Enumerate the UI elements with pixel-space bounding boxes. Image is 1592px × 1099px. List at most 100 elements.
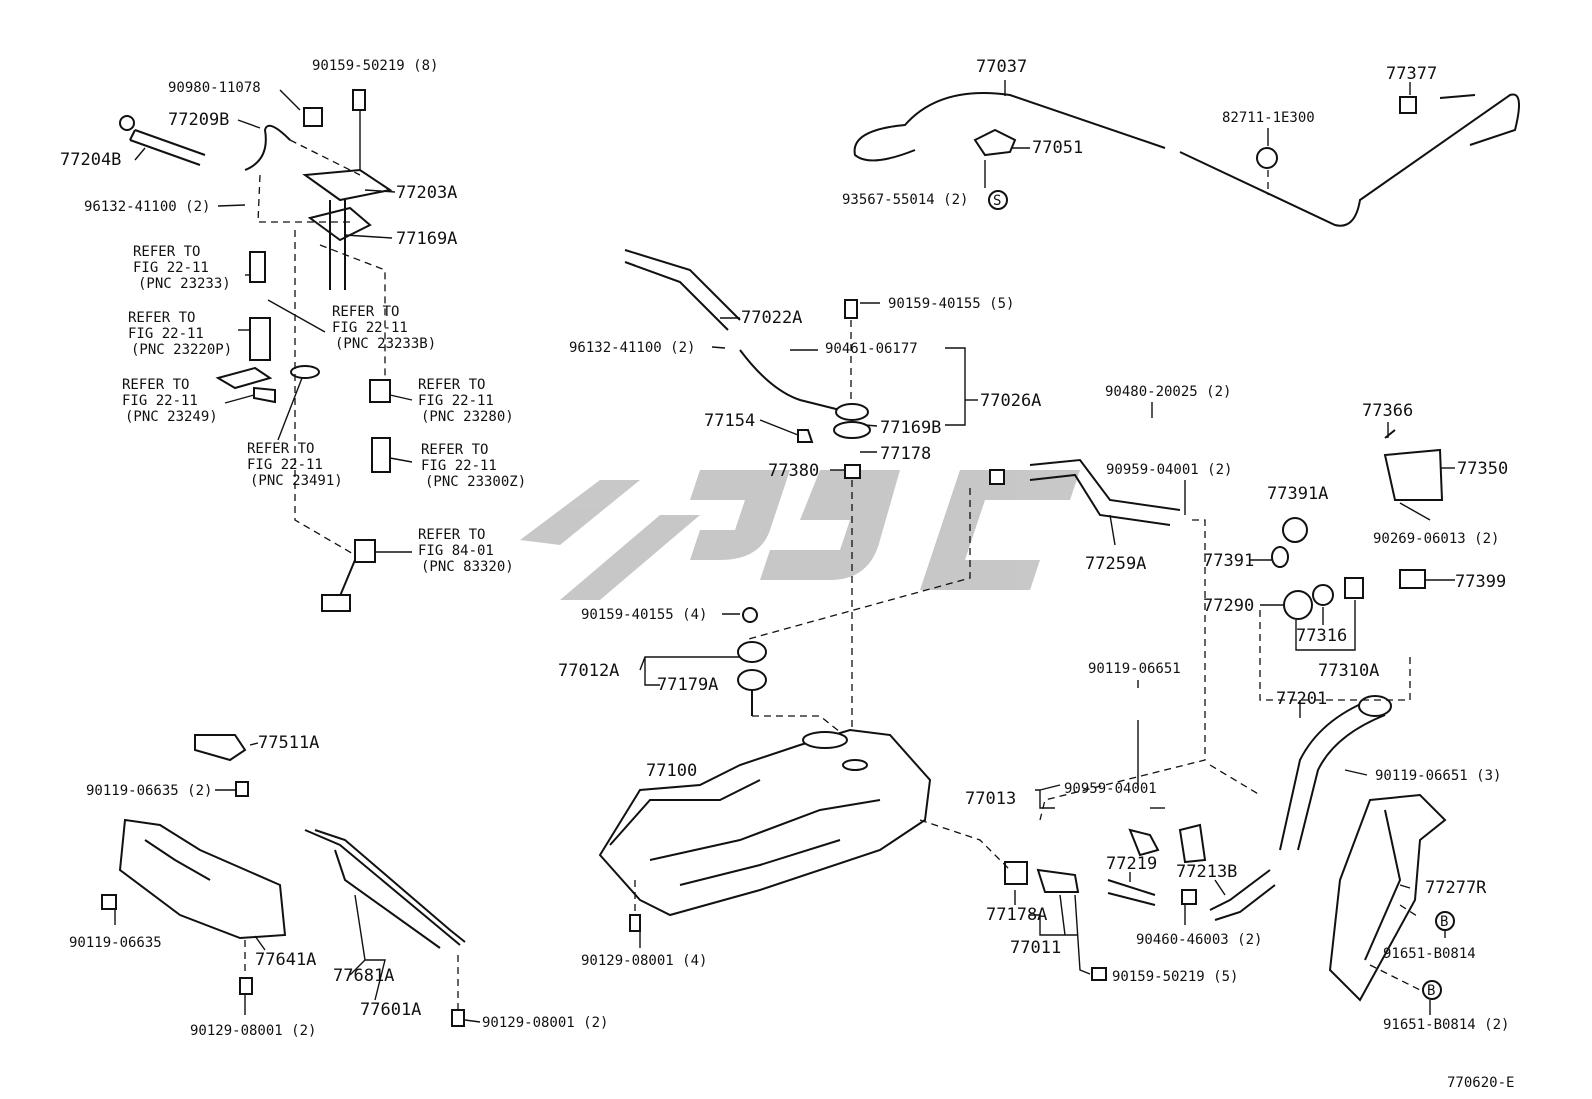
watermark-logo (520, 470, 1080, 600)
label-90119-06651: 90119-06651 (1088, 661, 1181, 677)
label-77026A: 77026A (980, 391, 1041, 411)
label-ref7-a: REFER TO (421, 442, 488, 458)
fuel-tank (598, 728, 932, 932)
label-77154: 77154 (704, 411, 755, 431)
label-90460-46003-2: 90460-46003 (2) (1136, 932, 1262, 948)
label-ref3-a: REFER TO (128, 310, 195, 326)
label-ref8-a: REFER TO (418, 527, 485, 543)
label-77013: 77013 (965, 789, 1016, 809)
label-77366: 77366 (1362, 401, 1413, 421)
fuel-lid-cable (853, 92, 1520, 227)
tank-protectors (101, 734, 466, 1027)
label-77511A: 77511A (258, 733, 319, 753)
label-90159-40155-5: 90159-40155 (5) (888, 296, 1014, 312)
label-90159-50219-5: 90159-50219 (5) (1112, 969, 1238, 985)
label-90959-04001-2: 90959-04001 (2) (1106, 462, 1232, 478)
label-b-marker-1: B (1440, 914, 1448, 930)
label-77601A: 77601A (360, 1000, 421, 1020)
label-90119-06651-3: 90119-06651 (3) (1375, 768, 1501, 784)
label-77277R: 77277R (1425, 878, 1487, 898)
label-ref2-b: FIG 22-11 (332, 320, 408, 336)
label-77100: 77100 (646, 761, 697, 781)
figure-code: 770620-E (1447, 1075, 1514, 1091)
label-77011: 77011 (1010, 938, 1061, 958)
vent-hoses (624, 249, 1181, 760)
label-77201: 77201 (1276, 689, 1327, 709)
label-s-marker: S (993, 193, 1001, 209)
filler-neck (919, 429, 1447, 1002)
label-ref4-a: REFER TO (122, 377, 189, 393)
label-ref3-b: FIG 22-11 (128, 326, 204, 342)
label-ref6-c: (PNC 23491) (250, 473, 343, 489)
label-ref2-c: (PNC 23233B) (335, 336, 436, 352)
label-77022A: 77022A (741, 308, 802, 328)
label-77179A: 77179A (657, 675, 718, 695)
label-ref5-b: FIG 22-11 (418, 393, 494, 409)
label-90980-11078: 90980-11078 (168, 80, 261, 96)
label-ref1-b: FIG 22-11 (133, 260, 209, 276)
label-77209B: 77209B (168, 110, 229, 130)
label-77380: 77380 (768, 461, 819, 481)
label-90159-40155-4: 90159-40155 (4) (581, 607, 707, 623)
label-96132-41100-2b: 96132-41100 (2) (569, 340, 695, 356)
label-77259A: 77259A (1085, 554, 1146, 574)
label-ref8-b: FIG 84-01 (418, 543, 494, 559)
label-90119-06635: 90119-06635 (69, 935, 162, 951)
label-93567-55014-2: 93567-55014 (2) (842, 192, 968, 208)
label-77399: 77399 (1455, 572, 1506, 592)
part-labels: 90159-50219 (8) 90980-11078 77209B 77204… (60, 57, 1514, 1091)
label-77051: 77051 (1032, 138, 1083, 158)
label-96132-41100-2a: 96132-41100 (2) (84, 199, 210, 215)
label-ref2-a: REFER TO (332, 304, 399, 320)
label-77290: 77290 (1203, 596, 1254, 616)
label-77203A: 77203A (396, 183, 457, 203)
label-ref1-a: REFER TO (133, 244, 200, 260)
label-90959-04001: 90959-04001 (1064, 781, 1157, 797)
label-77641A: 77641A (255, 950, 316, 970)
label-90129-08001-2a: 90129-08001 (2) (190, 1023, 316, 1039)
label-77169A: 77169A (396, 229, 457, 249)
label-77213B: 77213B (1176, 862, 1237, 882)
label-ref3-c: (PNC 23220P) (131, 342, 232, 358)
label-77178: 77178 (880, 444, 931, 464)
label-ref7-b: FIG 22-11 (421, 458, 497, 474)
label-ref4-c: (PNC 23249) (125, 409, 218, 425)
label-ref6-a: REFER TO (247, 441, 314, 457)
leader-lines (114, 80, 1455, 1023)
label-77391A: 77391A (1267, 484, 1328, 504)
label-77178A: 77178A (986, 905, 1047, 925)
label-90159-50219-8: 90159-50219 (8) (312, 58, 438, 74)
label-77681A: 77681A (333, 966, 394, 986)
label-90129-08001-4: 90129-08001 (4) (581, 953, 707, 969)
label-90119-06635-2: 90119-06635 (2) (86, 783, 212, 799)
label-77204B: 77204B (60, 150, 121, 170)
label-ref5-a: REFER TO (418, 377, 485, 393)
label-77310A: 77310A (1318, 661, 1379, 681)
label-ref6-b: FIG 22-11 (247, 457, 323, 473)
label-91651-B0814: 91651-B0814 (1383, 946, 1476, 962)
label-b-marker-2: B (1427, 983, 1435, 999)
label-ref5-c: (PNC 23280) (421, 409, 514, 425)
circle-b-marker-2 (1422, 980, 1442, 1000)
label-ref1-c: (PNC 23233) (138, 276, 231, 292)
label-77037: 77037 (976, 57, 1027, 77)
label-77391: 77391 (1203, 551, 1254, 571)
label-77350: 77350 (1457, 459, 1508, 479)
label-91651-B0814-2: 91651-B0814 (2) (1383, 1017, 1509, 1033)
label-90129-08001-2b: 90129-08001 (2) (482, 1015, 608, 1031)
label-77316: 77316 (1296, 626, 1347, 646)
label-ref8-c: (PNC 83320) (421, 559, 514, 575)
label-77169B: 77169B (880, 418, 941, 438)
label-90269-06013-2: 90269-06013 (2) (1373, 531, 1499, 547)
circle-s-marker (988, 190, 1008, 210)
fuel-pump-assembly (119, 89, 393, 612)
circle-b-marker-1 (1435, 911, 1455, 931)
label-77219: 77219 (1106, 854, 1157, 874)
label-ref4-b: FIG 22-11 (122, 393, 198, 409)
label-82711-1E300: 82711-1E300 (1222, 110, 1315, 126)
label-77012A: 77012A (558, 661, 619, 681)
label-77377: 77377 (1386, 64, 1437, 84)
label-90461-06177: 90461-06177 (825, 341, 918, 357)
